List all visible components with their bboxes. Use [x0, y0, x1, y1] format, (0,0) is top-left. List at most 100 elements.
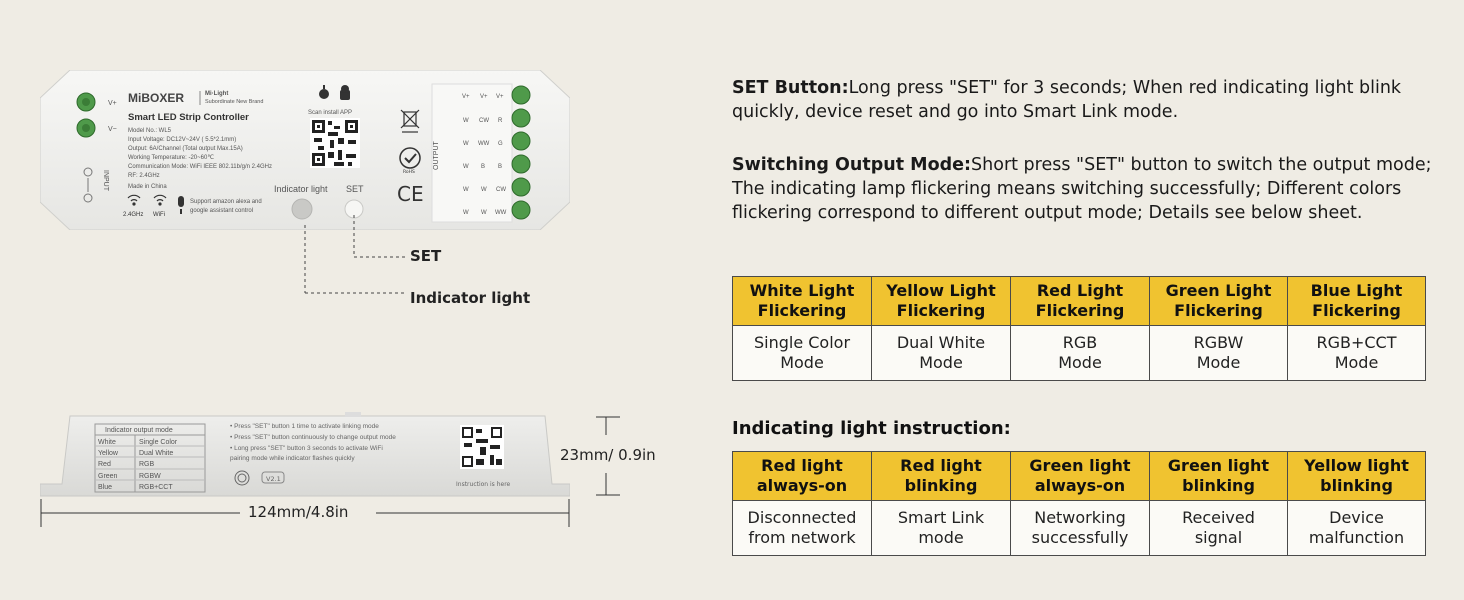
mode-value-green: RGBW Mode	[1149, 325, 1288, 381]
set-callout: SET	[410, 247, 442, 265]
svg-text:W: W	[463, 210, 469, 216]
svg-text:V+: V+	[480, 94, 488, 100]
mode-header-blue: Blue Light Flickering	[1287, 276, 1426, 326]
svg-text:G: G	[498, 141, 503, 147]
svg-text:Output: 6A/Channel (Total outp: Output: 6A/Channel (Total output Max.15A…	[128, 146, 243, 152]
ce-mark: CE	[397, 182, 424, 206]
indicating-light-title: Indicating light instruction:	[732, 418, 1011, 439]
set-button-text: Long press "SET" for 3 seconds; When red…	[732, 78, 1402, 122]
svg-text:Blue: Blue	[98, 484, 112, 491]
svg-text:Dual White: Dual White	[139, 450, 173, 457]
indicator-header-red-blink: Red light blinking	[871, 451, 1011, 501]
svg-text:B: B	[498, 164, 502, 170]
indicator-light	[291, 198, 313, 220]
rohs-label: RoHS	[403, 169, 415, 175]
switching-mode-description: Switching Output Mode:Short press "SET" …	[732, 153, 1432, 225]
svg-text:WW: WW	[495, 210, 507, 216]
svg-text:Yellow: Yellow	[98, 450, 119, 457]
svg-text:W: W	[463, 164, 469, 170]
svg-text:RGB: RGB	[139, 461, 155, 468]
mode-header-red: Red Light Flickering	[1010, 276, 1150, 326]
svg-text:Input Voltage: DC12V~24V ( 5.5: Input Voltage: DC12V~24V ( 5.5*2.1mm)	[128, 137, 236, 143]
svg-text:• Long press "SET" button 3 se: • Long press "SET" button 3 seconds to a…	[230, 445, 383, 452]
svg-text:W: W	[463, 187, 469, 193]
svg-text:RF: 2.4GHz: RF: 2.4GHz	[128, 173, 160, 179]
svg-text:White: White	[98, 439, 116, 446]
svg-text:Working Temperature: -20~60℃: Working Temperature: -20~60℃	[128, 155, 214, 161]
wifi-24-label: 2.4GHz	[123, 212, 143, 218]
mode-value-white: Single Color Mode	[732, 325, 872, 381]
indicator-light-label: Indicator light	[274, 184, 328, 194]
indicator-header-green-blink: Green light blinking	[1149, 451, 1288, 501]
vplus-label: V+	[108, 100, 117, 107]
side-qr-code	[460, 425, 504, 469]
svg-text:B: B	[481, 164, 485, 170]
svg-text:Made in China: Made in China	[128, 184, 167, 190]
indicator-callout: Indicator light	[410, 289, 531, 307]
android-icon	[340, 85, 350, 100]
set-button-description: SET Button:Long press "SET" for 3 second…	[732, 76, 1432, 124]
svg-text:CW: CW	[496, 187, 506, 193]
microphone-icon	[178, 196, 184, 214]
indicator-value-green-blink: Received signal	[1149, 500, 1288, 556]
sub-brand-line2: Subordinate New Brand	[205, 99, 263, 105]
apple-icon	[319, 85, 329, 99]
version-label: V2.1	[266, 475, 281, 483]
dimension-lines	[40, 416, 620, 527]
spec-list: Model No.: WL5 Input Voltage: DC12V~24V …	[128, 128, 272, 190]
instruction-notes: • Press "SET" button 1 time to activate …	[230, 423, 396, 462]
width-dimension: 124mm/4.8in	[248, 503, 349, 521]
svg-text:R: R	[498, 118, 503, 124]
indicator-value-red-on: Disconnected from network	[732, 500, 872, 556]
input-terminals	[76, 92, 96, 138]
indicator-header-red-on: Red light always-on	[732, 451, 872, 501]
switching-mode-text: Short press "SET" button to switch the o…	[732, 155, 1432, 223]
output-column-1: V+W WW WW	[462, 94, 470, 216]
switching-mode-heading: Switching Output Mode:	[732, 155, 972, 175]
fingerprint-icon	[234, 470, 250, 486]
instruction-label: Instruction is here	[456, 481, 511, 488]
device-top-view: V+ V− INPUT MiBOXER Mi·Light Subordinate…	[40, 70, 570, 230]
voice-support-line1: Support amazon alexa and	[190, 199, 262, 205]
svg-text:Red: Red	[98, 461, 111, 468]
svg-text:Single Color: Single Color	[139, 439, 178, 446]
mode-header-green: Green Light Flickering	[1149, 276, 1288, 326]
wifi-icon	[127, 194, 167, 206]
svg-text:W: W	[481, 187, 487, 193]
mode-value-blue: RGB+CCT Mode	[1287, 325, 1426, 381]
recycle-bin-icon	[400, 109, 420, 133]
svg-text:Communication Mode: WiFi IEEE: Communication Mode: WiFi IEEE 802.11b/g/…	[128, 164, 272, 170]
indicator-value-red-blink: Smart Link mode	[871, 500, 1011, 556]
svg-text:W: W	[481, 210, 487, 216]
output-legend	[431, 83, 513, 223]
device-title: Smart LED Strip Controller	[128, 112, 249, 123]
brand-logo: MiBOXER	[128, 91, 184, 105]
mode-value-red: RGB Mode	[1010, 325, 1150, 381]
svg-text:Indicator output mode: Indicator output mode	[105, 427, 173, 434]
svg-text:• Press "SET" button continuou: • Press "SET" button continuously to cha…	[230, 434, 396, 441]
controller-side-shell	[40, 415, 570, 497]
set-label: SET	[346, 184, 364, 194]
svg-text:• Press "SET" button 1 time to: • Press "SET" button 1 time to activate …	[230, 423, 379, 430]
indicator-header-green-on: Green light always-on	[1010, 451, 1150, 501]
svg-text:RGBW: RGBW	[139, 473, 161, 480]
svg-text:V+: V+	[496, 94, 504, 100]
indicator-value-yellow-blink: Device malfunction	[1287, 500, 1426, 556]
mode-value-yellow: Dual White Mode	[871, 325, 1011, 381]
output-terminals	[511, 85, 531, 220]
indicator-header-yellow-blink: Yellow light blinking	[1287, 451, 1426, 501]
qr-code	[310, 118, 360, 168]
indicating-light-table: Red light always-on Red light blinking G…	[732, 451, 1426, 556]
input-label: INPUT	[102, 170, 109, 192]
output-column-3: V+ R G B CW WW	[495, 94, 507, 216]
svg-text:Green: Green	[98, 473, 118, 480]
svg-text:pairing mode while indicator f: pairing mode while indicator flashes qui…	[230, 455, 355, 462]
svg-text:CW: CW	[479, 118, 489, 124]
mode-header-white: White Light Flickering	[732, 276, 872, 326]
svg-text:V+: V+	[462, 94, 470, 100]
svg-text:RGB+CCT: RGB+CCT	[139, 484, 173, 491]
wifi-label: WiFi	[153, 212, 165, 218]
rohs-icon	[399, 147, 421, 169]
